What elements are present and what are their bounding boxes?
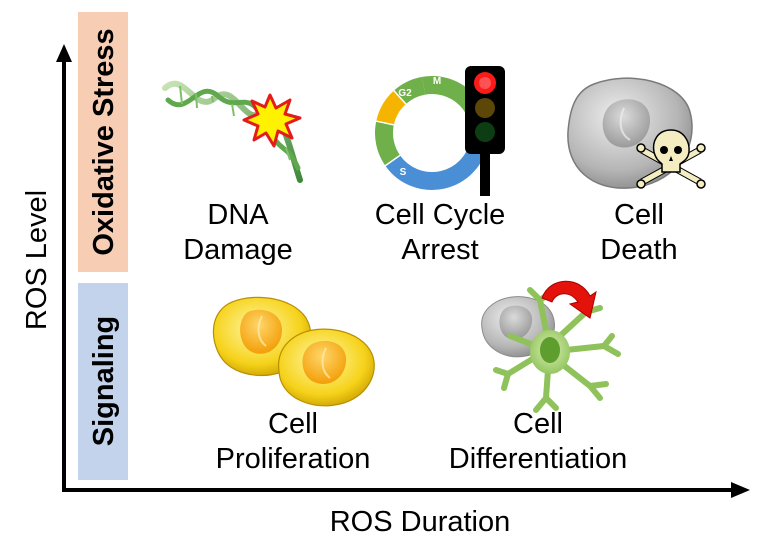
phase-g2-label: G2 — [398, 88, 412, 99]
phase-separator — [384, 154, 402, 167]
signaling-label: Signaling — [88, 316, 120, 447]
cell-differentiation-line2: Differentiation — [449, 443, 627, 475]
x-axis — [62, 482, 750, 498]
signaling-band — [78, 283, 128, 480]
cell-differentiation-line1: Cell — [513, 408, 563, 440]
cell-death-line2: Death — [600, 234, 677, 266]
y-axis-label: ROS Level — [21, 190, 53, 330]
phase-separator — [375, 120, 395, 126]
dna-damage-line1: DNA — [207, 199, 269, 231]
y-axis-arrowhead — [56, 44, 72, 62]
x-axis-arrowhead — [731, 482, 750, 498]
phase-m-segment — [376, 90, 407, 126]
y-axis — [56, 44, 72, 490]
green-light — [475, 122, 495, 142]
phase-m-label: M — [433, 76, 441, 87]
cell-cycle-arrest-line1: Cell Cycle — [375, 199, 506, 231]
skull-crossbones-icon — [636, 129, 706, 189]
yellow-cell-right-icon — [277, 328, 375, 407]
oxidative-stress-label: Oxidative Stress — [88, 28, 120, 255]
cell-proliferation-line2: Proliferation — [216, 443, 371, 475]
amber-light — [475, 98, 495, 118]
damage-burst-icon — [242, 93, 302, 148]
differentiated-green-cell-icon — [493, 287, 621, 413]
phase-s-label: S — [400, 167, 407, 178]
phase-s-segment — [385, 139, 489, 190]
cell-proliferation-line1: Cell — [268, 408, 318, 440]
cell-death-line1: Cell — [614, 199, 664, 231]
dna-damage-line2: Damage — [183, 234, 293, 266]
cell-cycle-arrest-line2: Arrest — [401, 234, 478, 266]
phase-g2-segment — [375, 121, 401, 166]
traffic-light-icon — [465, 66, 505, 196]
phase-g1b-segment — [393, 76, 426, 105]
oxidative-stress-band — [78, 12, 128, 272]
x-axis-label: ROS Duration — [330, 506, 511, 538]
curved-red-arrow-icon — [541, 280, 597, 319]
phase-separator — [392, 89, 408, 106]
